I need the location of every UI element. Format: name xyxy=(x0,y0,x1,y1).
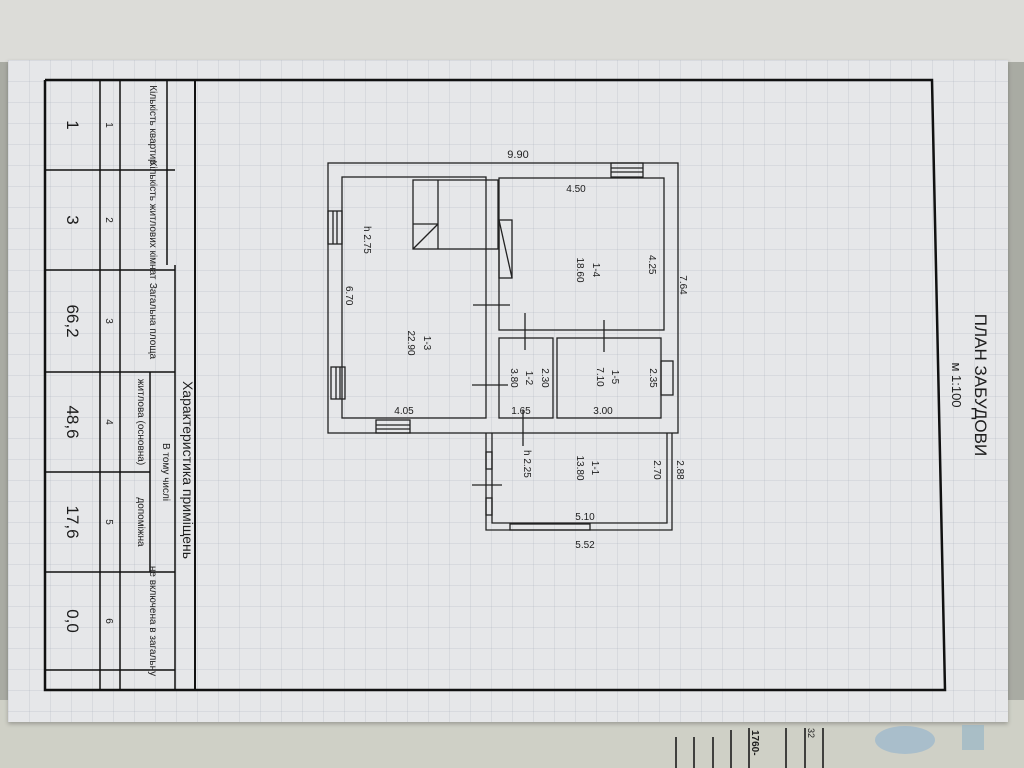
page-frame xyxy=(43,78,947,692)
column-number: 3 xyxy=(103,318,114,324)
height-main: h 2.75 xyxy=(361,226,372,254)
room-id: 1-4 xyxy=(590,263,601,278)
decorative-pattern xyxy=(962,725,984,750)
room-id: 1-1 xyxy=(589,461,600,476)
window xyxy=(485,451,493,470)
decorative-pattern xyxy=(875,726,935,754)
stair xyxy=(412,179,499,250)
room-1-2-outline xyxy=(498,337,554,419)
room-area: 3.80 xyxy=(508,368,519,388)
plan-scale: м 1:100 xyxy=(949,362,964,407)
window xyxy=(610,162,644,178)
binder-ticks xyxy=(675,728,824,768)
room-1-1-outline xyxy=(491,433,668,524)
header-apartments: Кількість квартир xyxy=(147,85,158,165)
window xyxy=(509,523,591,531)
dim: 5.52 xyxy=(575,540,595,551)
column-number: 5 xyxy=(103,519,114,525)
room-1-4-outline xyxy=(498,177,665,331)
outer-wall xyxy=(327,162,679,434)
room-id: 1-5 xyxy=(609,370,620,385)
window xyxy=(327,210,343,245)
group-header: В тому числі xyxy=(160,443,171,501)
room-area: 13.80 xyxy=(574,455,585,480)
room-area: 7.10 xyxy=(594,367,605,387)
plan-title: ПЛАН ЗАБУДОВИ xyxy=(971,314,990,456)
dim: 5.10 xyxy=(575,512,595,523)
value-apartments: 1 xyxy=(63,120,82,129)
header-auxiliary-area: допоміжна xyxy=(135,497,146,547)
room-id: 1-3 xyxy=(421,336,432,351)
stove xyxy=(498,219,513,279)
window xyxy=(330,366,346,400)
dim: 2.35 xyxy=(647,368,658,388)
dim-overall-width: 9.90 xyxy=(507,149,528,161)
column-number: 6 xyxy=(103,618,114,624)
column-number: 1 xyxy=(103,122,114,128)
dim: 2.30 xyxy=(539,368,550,388)
dim: 4.05 xyxy=(394,406,414,417)
table-heading: Характеристика приміщень xyxy=(180,381,196,559)
dim: 4.25 xyxy=(646,255,657,275)
margin-number: 1760- xyxy=(749,730,760,756)
margin-number: 32 xyxy=(806,728,816,738)
height-annex: h 2.25 xyxy=(521,450,532,478)
dim: 6.70 xyxy=(343,286,354,306)
value-living-area: 48,6 xyxy=(63,405,82,438)
dim: 3.00 xyxy=(593,406,613,417)
plan-labels: 9.90 7.64 4.50 4.25 h 2.75 6.70 1-3 22.9… xyxy=(343,149,688,551)
dim: 2.88 xyxy=(674,460,685,480)
room-area: 22.90 xyxy=(405,330,416,355)
table-values: 1 3 66,2 48,6 17,6 0,0 xyxy=(63,120,82,633)
header-total-area: Загальна площа xyxy=(147,283,158,360)
floor-plan xyxy=(327,162,679,531)
dim: 2.70 xyxy=(651,460,662,480)
room-1-3-outline xyxy=(341,176,487,419)
column-numbers: 1 2 3 4 5 6 xyxy=(103,122,114,624)
underlying-page xyxy=(0,0,1024,62)
dim: 1.65 xyxy=(511,406,531,417)
room-id: 1-2 xyxy=(523,371,534,386)
characteristics-table xyxy=(45,80,176,690)
window xyxy=(375,419,411,434)
header-living-rooms: Кількість житлових кімнат xyxy=(147,161,158,280)
header-living-area: житлова (основна) xyxy=(135,379,146,465)
value-total-area: 66,2 xyxy=(63,304,82,337)
column-number: 2 xyxy=(103,217,114,223)
value-excluded-area: 0,0 xyxy=(63,609,82,633)
room-area: 18.60 xyxy=(574,257,585,282)
window xyxy=(660,360,674,396)
window xyxy=(485,497,493,516)
column-number: 4 xyxy=(103,419,114,425)
dim: 4.50 xyxy=(566,184,586,195)
dim-overall-depth: 7.64 xyxy=(677,275,688,295)
header-excluded-area: не включена в загальну xyxy=(147,566,158,676)
value-living-rooms: 3 xyxy=(63,215,82,224)
value-auxiliary-area: 17,6 xyxy=(63,505,82,538)
